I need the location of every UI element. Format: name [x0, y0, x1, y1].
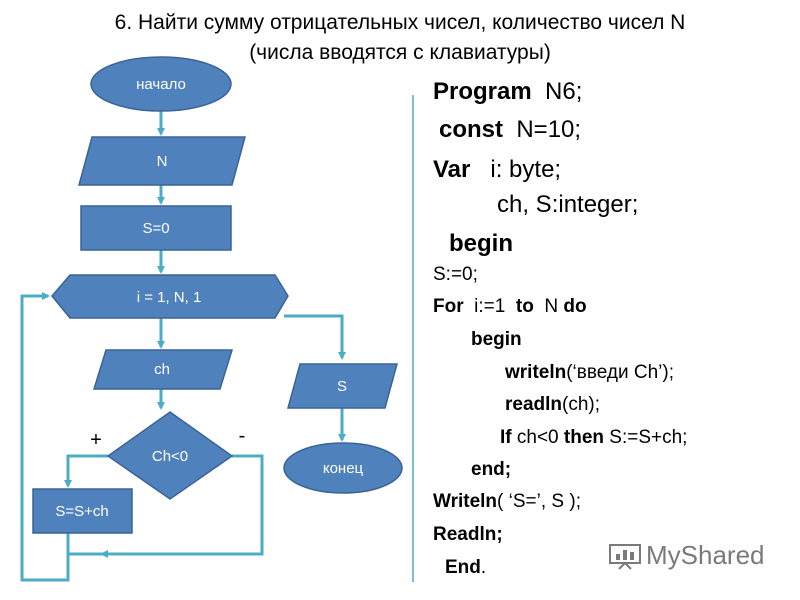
code-text: i:=1: [463, 296, 516, 317]
code-line-15: End.: [445, 557, 486, 579]
pascal-code: Program N6; const N=10; Var i: byte; ch,…: [433, 78, 687, 578]
code-text: (ch);: [562, 394, 601, 415]
presentation-board-icon: [609, 543, 641, 570]
keyword-readln: readln: [505, 394, 563, 415]
keyword-for: For: [433, 296, 464, 317]
title-line-1: 6. Найти сумму отрицательных чисел, коли…: [114, 11, 686, 34]
condition-decision: Ch<0: [106, 411, 234, 500]
arrow-loop-back: [20, 292, 70, 582]
end-label: конец: [323, 460, 364, 477]
condition-label: Ch<0: [152, 448, 188, 465]
code-text: ( ‘S=’, S );: [497, 491, 581, 512]
keyword-program: Program: [433, 78, 532, 105]
code-text: S:=S+ch;: [604, 427, 688, 448]
keyword-do: do: [563, 296, 587, 317]
keyword-readln-final: Readln;: [433, 524, 503, 545]
start-label: начало: [136, 76, 186, 93]
code-text: ch<0: [511, 427, 564, 448]
keyword-writeln-final: Writeln: [433, 491, 498, 512]
keyword-end-inner: end;: [471, 459, 512, 480]
code-line-1: Program N6;: [433, 78, 582, 106]
end-terminal: конец: [283, 442, 403, 494]
input-ch-label: ch: [154, 361, 170, 378]
output-s-block: S: [287, 363, 398, 409]
code-line-8: begin: [471, 329, 522, 351]
code-text: i: byte;: [470, 156, 562, 183]
accumulate-block: S=S+ch: [32, 488, 133, 534]
init-s-block: S=0: [80, 205, 232, 251]
arrow-false-branch: [68, 454, 264, 556]
keyword-var: Var: [433, 156, 471, 183]
input-ch-block: ch: [92, 349, 234, 390]
code-line-5: begin: [449, 230, 513, 258]
keyword-to: to: [515, 296, 534, 317]
keyword-begin-inner: begin: [471, 329, 522, 350]
code-line-9: writeln(‘введи Ch’);: [505, 362, 674, 384]
keyword-begin: begin: [449, 230, 513, 257]
watermark: MyShared: [608, 540, 765, 571]
code-line-4: ch, S:integer;: [497, 191, 639, 218]
accumulate-label: S=S+ch: [55, 503, 108, 520]
slide-title: 6. Найти сумму отрицательных чисел, коли…: [0, 8, 800, 68]
keyword-end-final: End: [445, 557, 481, 578]
watermark-text: MyShared: [646, 540, 765, 570]
code-line-7: For i:=1 to N do: [433, 296, 587, 318]
loop-label: i = 1, N, 1: [137, 289, 202, 306]
flow-connectors: [20, 110, 346, 582]
code-line-2: const N=10;: [439, 116, 581, 144]
code-line-3: Var i: byte;: [433, 156, 561, 184]
loop-block: i = 1, N, 1: [51, 274, 289, 319]
start-terminal: начало: [90, 56, 232, 112]
input-n-label: N: [157, 153, 168, 170]
code-line-6: S:=0;: [433, 264, 478, 285]
keyword-then: then: [563, 427, 605, 448]
code-text: .: [480, 557, 487, 578]
code-line-10: readln(ch);: [505, 394, 600, 416]
keyword-const: const: [439, 116, 504, 143]
code-line-14: Readln;: [433, 524, 503, 546]
input-n-block: N: [78, 136, 246, 186]
init-s-label: S=0: [142, 220, 169, 237]
code-text: N=10;: [503, 116, 582, 143]
code-line-11: If ch<0 then S:=S+ch;: [500, 427, 687, 449]
code-line-13: Writeln( ‘S=’, S );: [433, 491, 581, 513]
code-text: N6;: [531, 78, 583, 105]
arrow-loop-exit: [284, 314, 346, 360]
true-branch-sign: +: [90, 429, 102, 451]
code-text: (‘введи Ch’);: [566, 362, 674, 383]
code-line-12: end;: [471, 459, 511, 481]
keyword-writeln: writeln: [505, 362, 567, 383]
arrow-true-branch: [64, 454, 108, 488]
output-s-label: S: [337, 378, 347, 395]
title-line-2: (числа вводятся с клавиатуры): [249, 41, 551, 64]
false-branch-sign: -: [239, 425, 246, 447]
code-text: N: [533, 296, 564, 317]
keyword-if: If: [500, 427, 512, 448]
